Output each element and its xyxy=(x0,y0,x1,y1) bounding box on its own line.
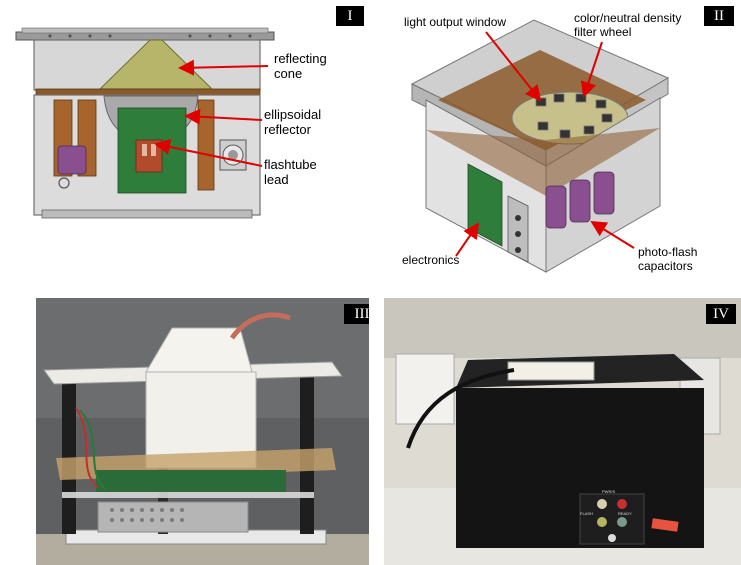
panel-iv: IV PWR/S FLASH READY xyxy=(384,298,741,565)
device-label-right: READY xyxy=(618,511,632,516)
panel-tag: I xyxy=(336,6,364,26)
device-label-left: FLASH xyxy=(580,511,593,516)
label-photo-flash-capacitors: photo-flash capacitors xyxy=(638,245,698,273)
prototype-photo xyxy=(36,298,369,565)
panel-tag: III xyxy=(344,304,369,324)
label-electronics: electronics xyxy=(402,253,460,267)
isometric-drawing xyxy=(410,19,670,273)
cross-section-drawing xyxy=(15,27,275,219)
panel-i: I reflecting cone ellipsoidal reflector … xyxy=(0,0,370,290)
panel-tag: II xyxy=(704,6,734,26)
label-filter-wheel: color/neutral density filter wheel xyxy=(574,11,682,39)
panel-ii: II light output window color/neutral den… xyxy=(370,0,741,290)
device-label-top: PWR/S xyxy=(602,489,616,494)
finished-box-photo xyxy=(384,298,741,565)
panel-tag: IV xyxy=(706,304,736,324)
label-light-output-window: light output window xyxy=(404,15,507,29)
label-reflecting-cone: reflecting cone xyxy=(274,51,327,81)
label-ellipsoidal-reflector: ellipsoidal reflector xyxy=(264,107,322,137)
panel-iii: III xyxy=(36,298,369,565)
label-flashtube-lead: flashtube lead xyxy=(264,157,317,187)
